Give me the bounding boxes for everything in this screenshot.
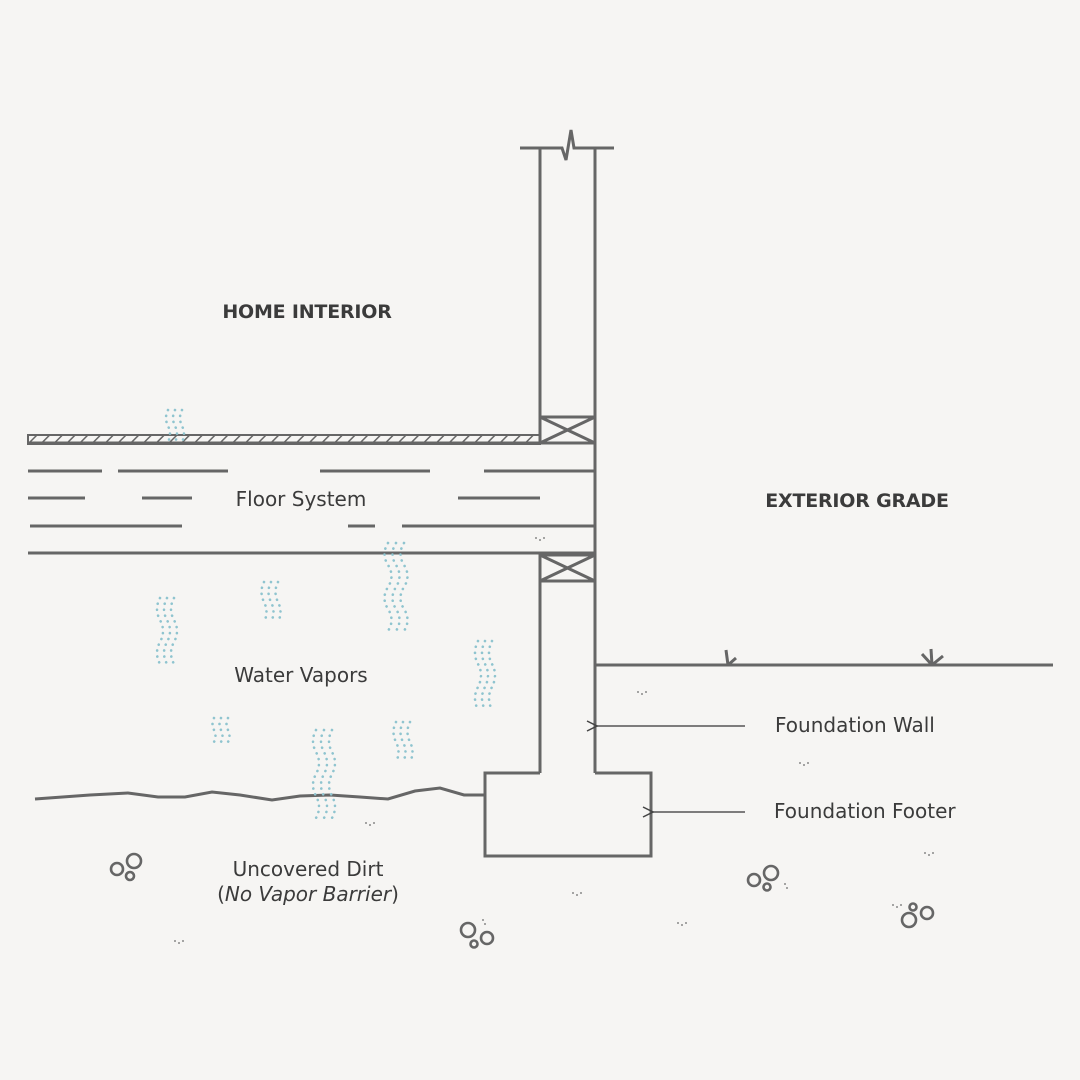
no-vapor-barrier-label: (No Vapor Barrier): [217, 882, 399, 906]
water-vapors-label: Water Vapors: [234, 663, 367, 687]
soil-specks: [174, 537, 934, 944]
water-vapors: [155, 408, 497, 820]
foundation-wall-label: Foundation Wall: [775, 713, 935, 737]
wall-break-line: [520, 129, 614, 161]
floor-system-label: Floor System: [236, 487, 367, 511]
no-vapor-barrier-text: No Vapor Barrier: [225, 882, 393, 906]
pebble-cluster: [746, 864, 780, 892]
uncovered-dirt-label: Uncovered Dirt: [233, 857, 384, 881]
paren-open: (: [217, 882, 225, 906]
foundation-footer: [483, 771, 653, 858]
pebbles: [109, 852, 935, 949]
foundation-footer-label: Foundation Footer: [774, 799, 956, 823]
bottom-blocking: [538, 553, 597, 583]
pebble-cluster: [459, 921, 495, 949]
pebble-cluster: [900, 902, 935, 929]
floor-system: [28, 441, 595, 555]
pebble-cluster: [109, 852, 143, 882]
exterior-grade-line: [595, 648, 1053, 667]
dirt-ground-line: [34, 786, 485, 802]
upper-wall: [520, 129, 614, 443]
foundation-wall: [538, 443, 597, 773]
home-interior-label: HOME INTERIOR: [222, 301, 392, 323]
exterior-grade-label: EXTERIOR GRADE: [765, 490, 949, 512]
top-blocking: [538, 415, 597, 445]
paren-close: ): [391, 882, 399, 906]
